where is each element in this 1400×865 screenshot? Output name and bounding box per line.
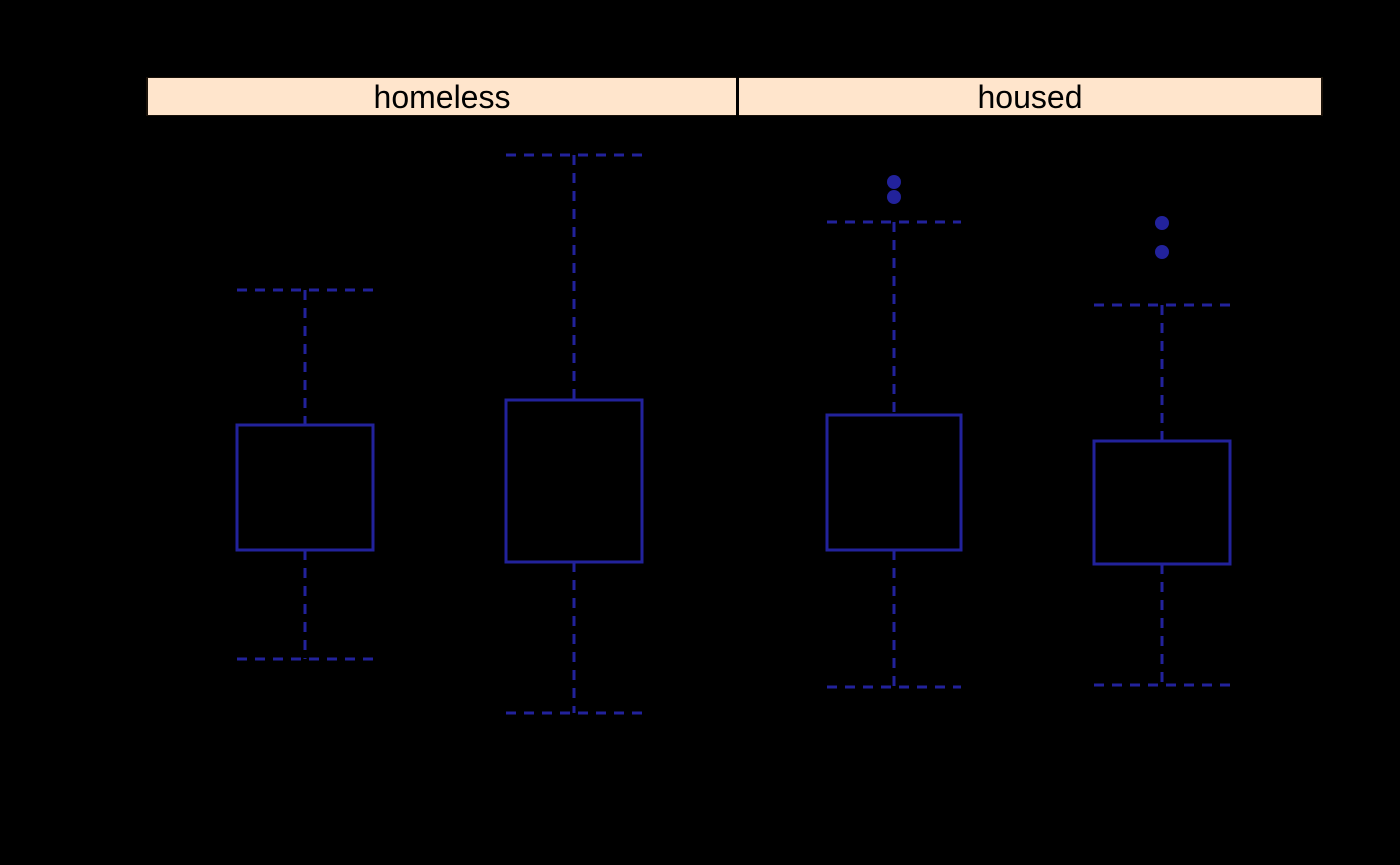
box-rect [235, 423, 375, 552]
strip-label-homeless: homeless [373, 78, 511, 115]
outlier-point [887, 190, 901, 204]
box-rect [825, 413, 963, 552]
strip-label-housed: housed [977, 78, 1083, 115]
strip-divider [736, 77, 739, 116]
outlier-point [887, 175, 901, 189]
box-rect [1092, 439, 1232, 566]
box-rect [504, 398, 644, 564]
strip-panel-housed: housed [739, 77, 1323, 116]
outlier-point [1155, 245, 1169, 259]
outlier-point [1155, 216, 1169, 230]
panel-strip-header: homeless housed [146, 77, 1323, 116]
strip-panel-homeless: homeless [146, 77, 736, 116]
